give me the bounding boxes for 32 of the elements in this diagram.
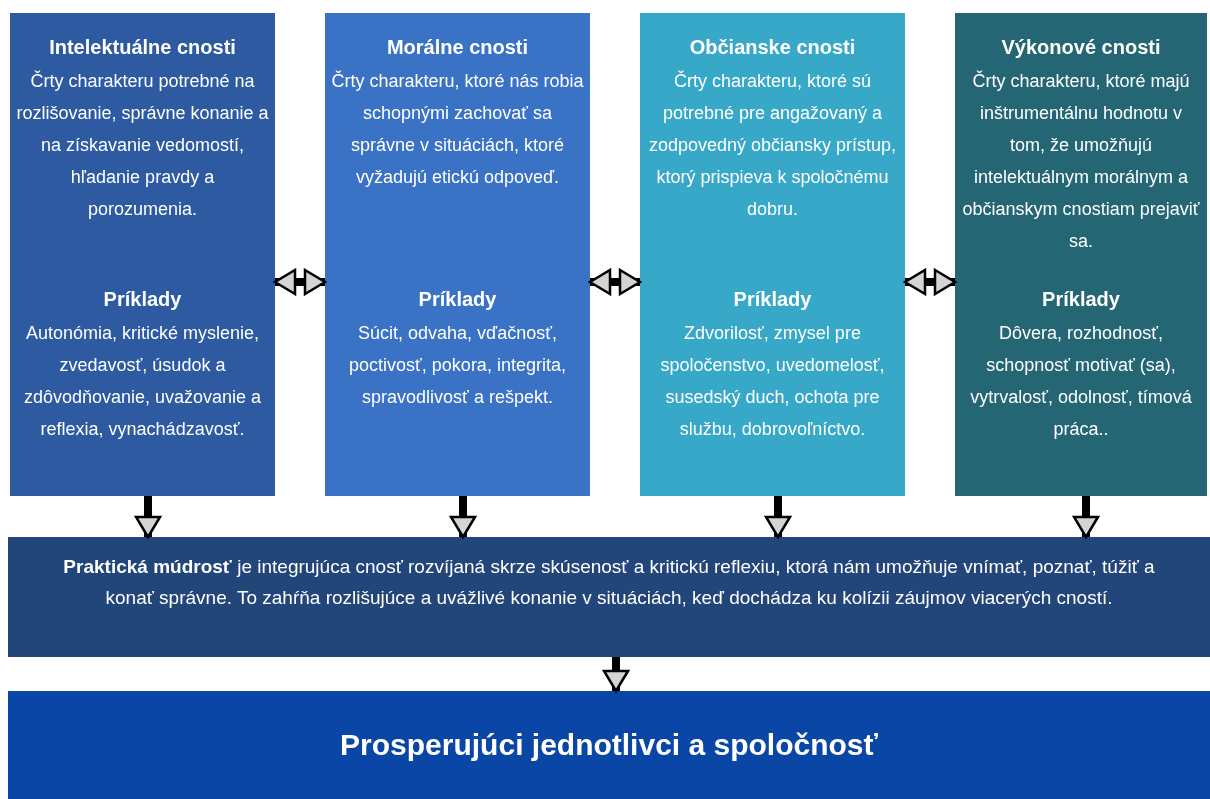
double-arrow — [588, 268, 642, 296]
virtue-panel — [325, 13, 590, 496]
panel-description: Črty charakteru, ktoré nás robia schopnými zachovať sa správne v situáciách, ktoré vyžadujú etickú odpoveď. — [331, 69, 584, 189]
panel-heading: Morálne cnosti — [385, 35, 530, 60]
examples-text: Autonómia, kritické myslenie, zvedavosť, úsudok a zdôvodňovanie, uvažovanie a reflexia, vynachádzavosť. — [22, 322, 263, 441]
examples-heading: Príklady — [1041, 287, 1121, 312]
examples-text: Zdvorilosť, zmysel pre spoločenstvo, uvedomelosť, susedský duch, ochota pre službu, dobrovoľníctvo. — [659, 322, 886, 441]
wisdom-band — [8, 537, 1210, 657]
virtue-panel — [640, 13, 905, 496]
double-arrow — [273, 268, 327, 296]
double-arrow — [903, 268, 957, 296]
outcome-band — [8, 691, 1210, 799]
arrow — [134, 496, 162, 539]
arrow — [602, 657, 630, 693]
virtue-panel — [955, 13, 1207, 496]
panel-description: Črty charakteru potrebné na rozlišovanie, správne konanie a na získavanie vedomostí, hľadanie pravdy a porozumenia. — [16, 69, 269, 221]
examples-heading: Príklady — [417, 287, 498, 312]
outcome-text: Prosperujúci jednotlivci a spoločnosť — [340, 728, 878, 762]
examples-text: Súcit, odvaha, vďačnosť, poctivosť, pokora, integrita, spravodlivosť a rešpekt. — [348, 322, 567, 409]
virtue-panel — [10, 13, 275, 496]
panel-heading: Intelektuálne cnosti — [48, 35, 237, 60]
arrow — [764, 496, 792, 539]
arrow — [1072, 496, 1100, 539]
examples-heading: Príklady — [732, 287, 813, 312]
panel-heading: Výkonové cnosti — [1000, 35, 1162, 60]
panel-description: Črty charakteru, ktoré majú inštrumentálnu hodnotu v tom, že umožňujú intelektuálnym morálnym a občianskym cnostiam prejaviť sa. — [961, 69, 1201, 253]
panel-description: Črty charakteru, ktoré sú potrebné pre angažovaný a zodpovedný občiansky prístup, ktorý prispieva k spoločnému dobru. — [647, 69, 898, 221]
panel-heading: Občianske cnosti — [688, 35, 857, 60]
arrow — [449, 496, 477, 539]
examples-text: Dôvera, rozhodnosť, schopnosť motivať (sa), vytrvalosť, odolnosť, tímová práca.. — [969, 322, 1193, 441]
examples-heading: Príklady — [102, 287, 183, 312]
band-text: Praktická múdrosť je integrujúca cnosť rozvíjaná skrze skúsenosť a kritickú reflexiu, ktorá nám umožňuje vnímať, poznať, túžiť a konať správne. To zahŕňa rozlišujúce a uvážlivé konanie v situáciách, keď dochádza ku kolízii záujmov viacerých cností. — [62, 555, 1156, 610]
